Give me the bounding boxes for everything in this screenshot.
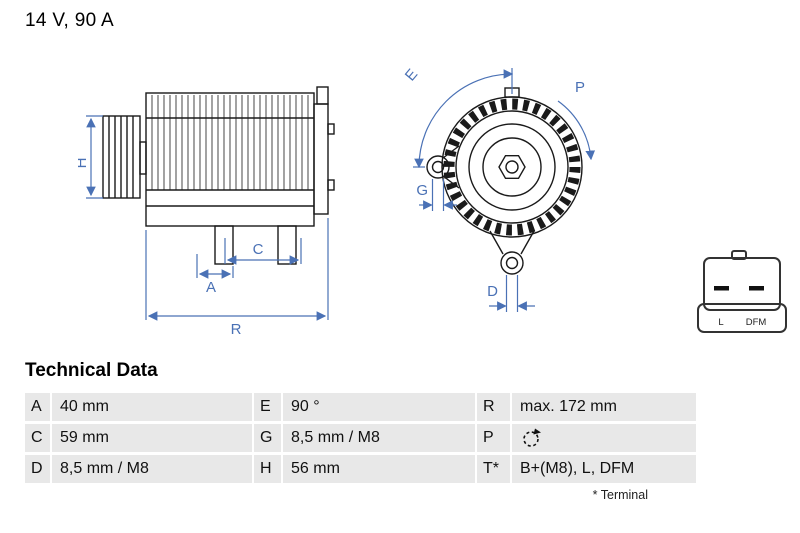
technical-data-table: A 40 mm E 90 ° R max. 172 mm C 59 mm G 8… — [25, 393, 696, 483]
technical-data-section: Technical Data A 40 mm E 90 ° R max. 172… — [25, 360, 696, 502]
connector-icon: L DFM — [697, 250, 787, 333]
connector-pin-label-L: L — [718, 317, 723, 328]
table-value-cell: 59 mm — [52, 424, 252, 452]
front-view-drawing: E P G D — [402, 66, 596, 312]
connector-pin-label-DFM: DFM — [746, 317, 767, 328]
table-key-cell: D — [25, 455, 50, 483]
table-value-cell: max. 172 mm — [512, 393, 696, 421]
table-key-cell: T* — [477, 455, 510, 483]
table-key-cell: A — [25, 393, 50, 421]
table-key-cell: C — [25, 424, 50, 452]
section-title: Technical Data — [25, 360, 158, 381]
side-view-drawing: H C A R — [78, 86, 335, 338]
table-value-cell: 56 mm — [283, 455, 475, 483]
rating-label: 14 V, 90 A — [25, 10, 114, 31]
dim-label-P: P — [575, 79, 585, 96]
table-key-cell: E — [254, 393, 281, 421]
dim-label-R: R — [231, 321, 242, 338]
terminal-footnote: * Terminal — [592, 488, 648, 502]
dim-label-H: H — [78, 158, 90, 169]
table-value-cell: 40 mm — [52, 393, 252, 421]
table-key-cell: P — [477, 424, 510, 452]
table-key-cell: R — [477, 393, 510, 421]
table-key-cell: G — [254, 424, 281, 452]
table-value-cell: B+(M8), L, DFM — [512, 455, 696, 483]
dim-label-G: G — [416, 182, 428, 199]
table-value-cell: 8,5 mm / M8 — [52, 455, 252, 483]
dim-label-C: C — [253, 241, 264, 258]
table-value-cell: 8,5 mm / M8 — [283, 424, 475, 452]
dim-label-E: E — [402, 66, 421, 85]
table-value-cell: 90 ° — [283, 393, 475, 421]
connector-pins — [714, 286, 764, 291]
dim-label-A: A — [206, 279, 216, 296]
table-value-cell — [512, 424, 696, 452]
dim-label-D: D — [487, 283, 498, 300]
rotation-direction-icon — [523, 428, 541, 447]
table-key-cell: H — [254, 455, 281, 483]
